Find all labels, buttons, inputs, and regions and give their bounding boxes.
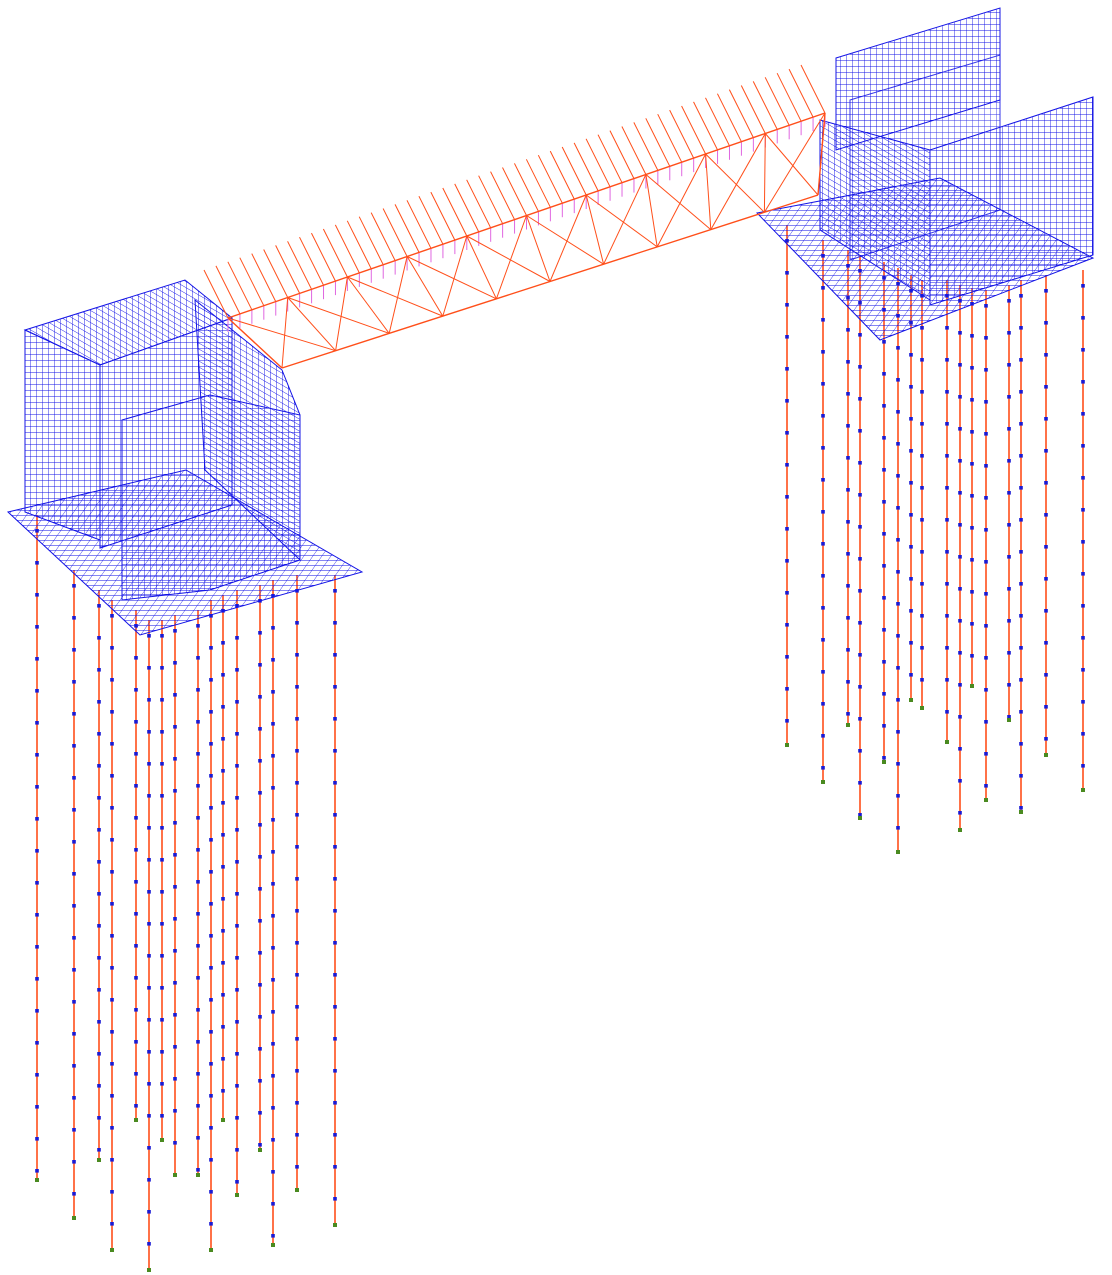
left-abutment[interactable]: [6, 279, 364, 636]
truss-cross-member: [728, 89, 754, 152]
truss-panel-bracing: [705, 133, 766, 230]
right-pile[interactable]: [896, 268, 900, 854]
truss-cross-member: [430, 191, 456, 255]
pedestrian-truss-bridge[interactable]: [203, 64, 826, 369]
truss-cross-member: [275, 245, 301, 308]
truss-cross-member: [549, 150, 575, 214]
right-abutment[interactable]: [755, 7, 1095, 341]
truss-cross-member: [693, 101, 719, 164]
truss-cross-member: [466, 179, 492, 242]
truss-panel-bracing: [287, 276, 390, 351]
right-pile[interactable]: [1044, 275, 1048, 757]
truss-cross-member: [573, 142, 599, 205]
right-pile[interactable]: [1007, 285, 1011, 722]
left-pile[interactable]: [196, 610, 200, 1177]
right-pile[interactable]: [920, 280, 924, 710]
left-pile[interactable]: [35, 515, 39, 1182]
truss-cross-member: [239, 257, 265, 320]
truss-panel-bracing: [347, 256, 444, 334]
truss-cross-member: [669, 109, 695, 173]
left-pile[interactable]: [72, 570, 76, 1220]
left-pile-group: [35, 515, 337, 1272]
truss-cross-member: [609, 130, 635, 193]
truss-cross-member: [525, 159, 551, 222]
truss-cross-member: [358, 216, 384, 279]
right-pile[interactable]: [984, 290, 988, 802]
truss-panel-bracing: [645, 153, 712, 248]
truss-cross-member: [406, 200, 432, 263]
truss-cross-member: [454, 183, 480, 246]
truss-cross-member: [788, 68, 814, 132]
left-pile[interactable]: [235, 590, 239, 1197]
right-pile[interactable]: [785, 225, 789, 747]
truss-cross-member: [215, 265, 241, 328]
left-pile[interactable]: [271, 580, 275, 1247]
truss-panel-bracing: [227, 297, 336, 369]
left-pile[interactable]: [97, 590, 101, 1162]
right-pile[interactable]: [909, 275, 913, 702]
truss-panel-bracing: [526, 194, 605, 282]
truss-cross-member: [370, 212, 396, 275]
truss-cross-member: [585, 138, 611, 201]
right-pile[interactable]: [846, 250, 850, 727]
truss-cross-member: [287, 241, 313, 304]
truss-cross-member: [478, 175, 504, 238]
truss-cross-member: [490, 171, 516, 234]
truss-cross-member: [418, 195, 444, 259]
right-pile[interactable]: [958, 285, 962, 832]
left-pile[interactable]: [295, 575, 299, 1192]
truss-cross-member: [311, 232, 336, 296]
truss-panel-bracing: [466, 215, 551, 299]
truss-cross-member: [633, 122, 659, 185]
left-pile[interactable]: [160, 620, 164, 1142]
truss-cross-member: [561, 146, 587, 209]
right-pile-group: [785, 225, 1085, 854]
truss-panel-bracing: [763, 112, 826, 213]
truss-chords: [227, 112, 826, 369]
truss-panel-bracing: [406, 235, 497, 317]
truss-cross-member: [382, 208, 408, 271]
truss-cross-member: [251, 253, 277, 316]
left-pile[interactable]: [147, 620, 151, 1272]
right-pile[interactable]: [858, 255, 862, 820]
truss-cross-member: [502, 167, 527, 230]
right-pile[interactable]: [970, 288, 974, 688]
right-pile[interactable]: [1081, 270, 1085, 792]
left-pile[interactable]: [134, 610, 138, 1122]
truss-cross-member: [716, 93, 742, 156]
truss-cross-member: [227, 261, 253, 324]
truss-cross-member: [394, 204, 420, 267]
truss-cross-member: [764, 77, 790, 140]
left-stem-wall-side[interactable]: [194, 298, 301, 562]
truss-panel-bracing: [585, 174, 658, 265]
left-pile[interactable]: [333, 575, 337, 1227]
truss-cross-member: [645, 118, 671, 181]
truss-cross-member: [299, 236, 325, 300]
left-pile[interactable]: [221, 595, 225, 1122]
truss-cross-member: [346, 220, 372, 283]
right-pile[interactable]: [945, 280, 949, 744]
right-pile[interactable]: [1019, 280, 1023, 814]
truss-cross-member: [657, 113, 683, 177]
truss-cross-member: [203, 269, 229, 332]
left-pile[interactable]: [173, 615, 177, 1177]
right-pile[interactable]: [821, 240, 825, 784]
left-back-wall-face[interactable]: [24, 329, 101, 541]
left-pile[interactable]: [258, 585, 262, 1152]
truss-cross-member: [705, 97, 730, 160]
truss-cross-member: [334, 224, 360, 287]
truss-cross-member: [776, 72, 802, 136]
right-stem-wall-front[interactable]: [849, 54, 1001, 261]
truss-cross-member: [597, 134, 623, 197]
left-pile[interactable]: [110, 600, 114, 1252]
left-pile[interactable]: [209, 600, 213, 1252]
truss-cross-member: [442, 187, 468, 250]
truss-cross-member: [537, 154, 563, 218]
truss-cross-member: [752, 81, 778, 144]
